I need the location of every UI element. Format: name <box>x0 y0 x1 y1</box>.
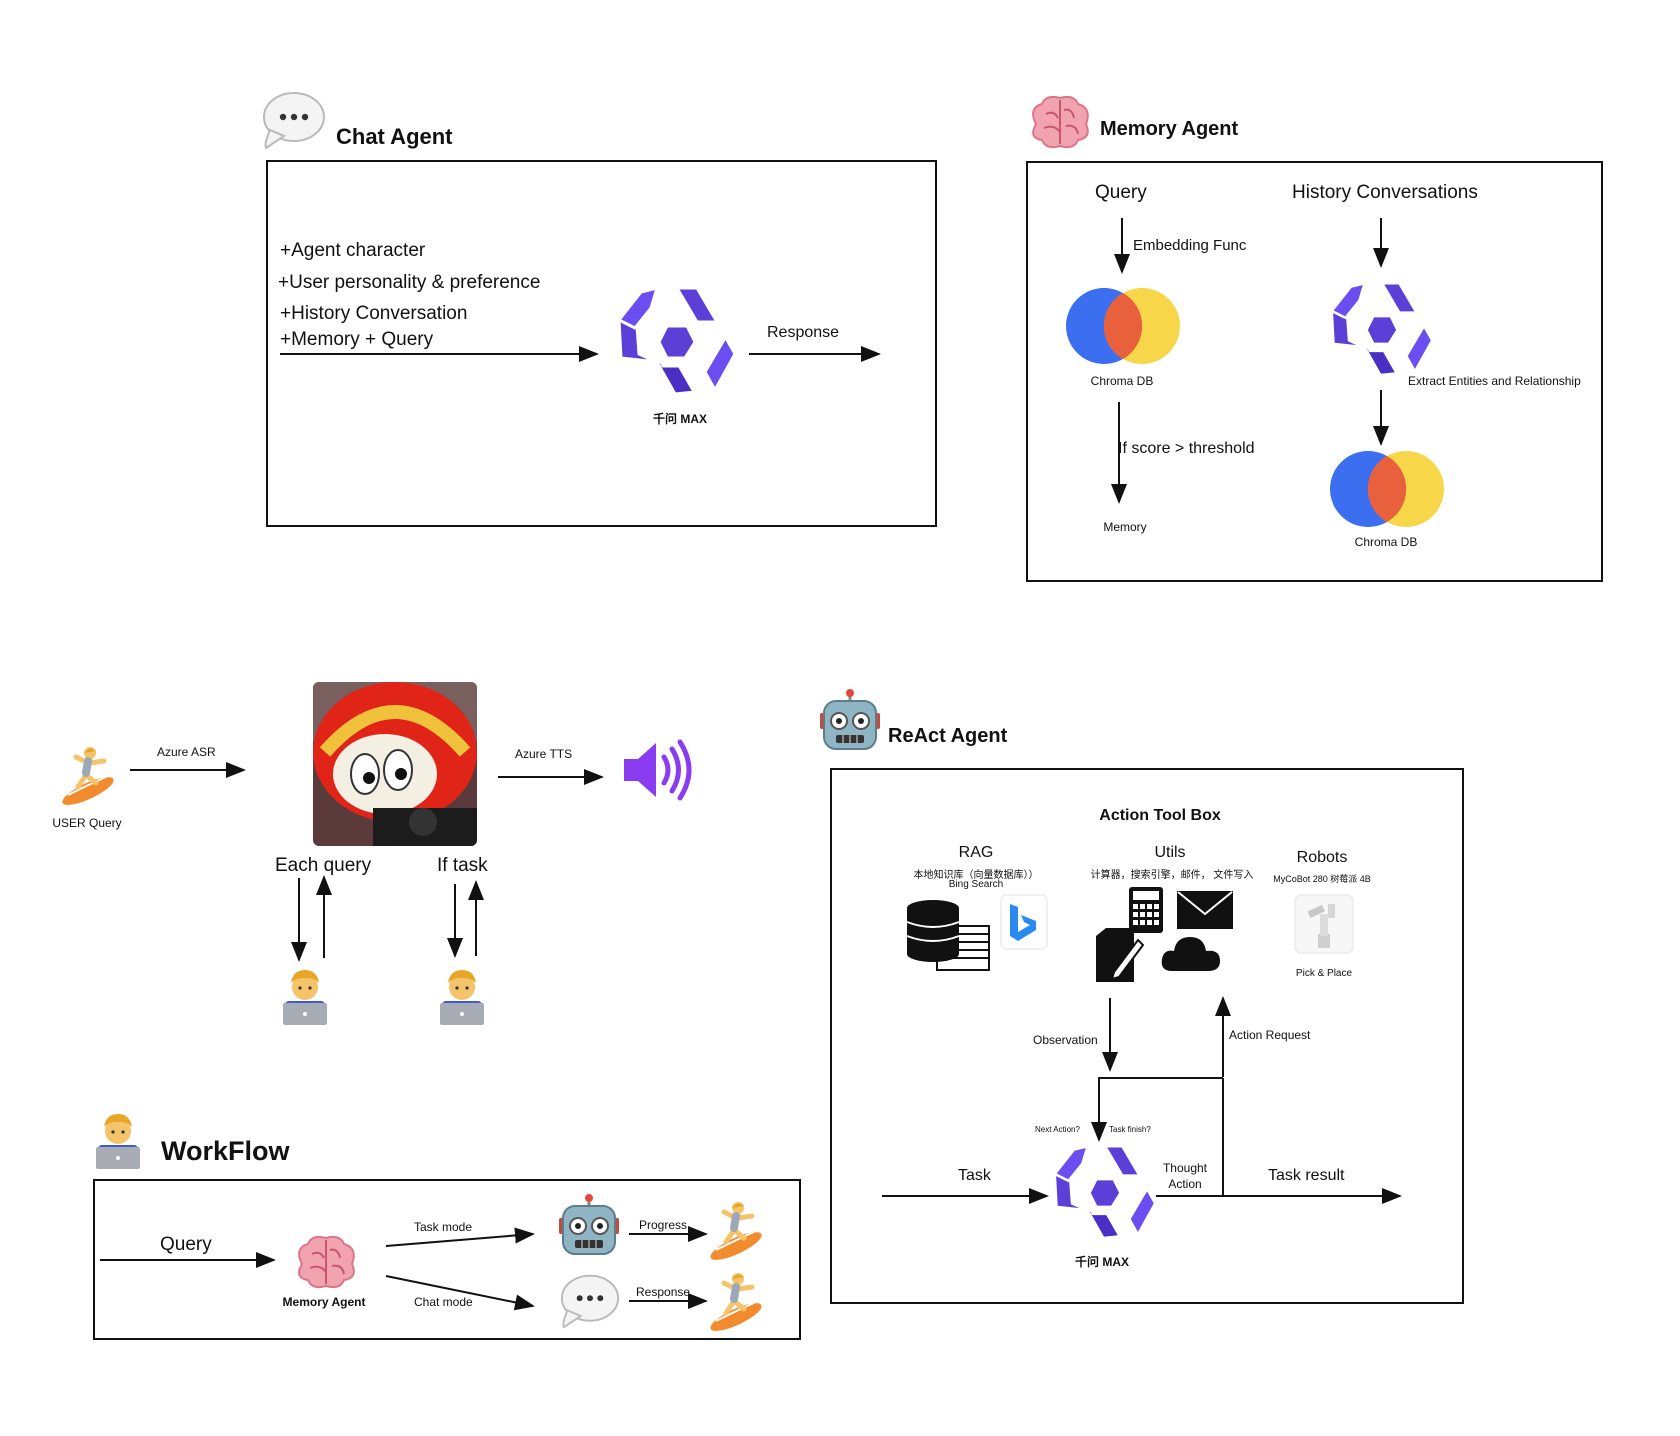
chat-model-label: 千问 MAX <box>652 412 707 426</box>
technologist-icon <box>92 1111 144 1174</box>
action-label: Action <box>1168 1177 1202 1191</box>
observation-label: Observation <box>1033 1033 1098 1047</box>
utils-subtitle: 计算器，搜索引擎，邮件， 文件写入 <box>1090 870 1254 881</box>
surfer-icon <box>708 1269 766 1338</box>
task-label: Task <box>958 1167 991 1184</box>
task-finish-label: Task finish? <box>1109 1125 1151 1134</box>
memory-agent-title: Memory Agent <box>1100 118 1239 140</box>
chat-line-2: +User personality & preference <box>278 272 541 293</box>
qwen-logo-icon <box>617 282 737 407</box>
chat-agent-title: Chat Agent <box>336 124 453 149</box>
qwen-logo-icon <box>1053 1141 1157 1250</box>
task-mode-label: Task mode <box>414 1220 473 1234</box>
workflow-query-label: Query <box>160 1234 212 1255</box>
surfer-icon <box>708 1198 766 1267</box>
chroma-db-label-2: Chroma DB <box>1354 535 1418 549</box>
chat-line-1: +Agent character <box>280 240 426 261</box>
memory-agent-box <box>1026 161 1603 582</box>
pick-place-label: Pick & Place <box>1295 968 1353 979</box>
chat-mode-label: Chat mode <box>414 1295 473 1309</box>
task-result-label: Task result <box>1268 1167 1345 1184</box>
next-action-label: Next Action? <box>1035 1125 1080 1134</box>
robots-subtitle: MyCoBot 280 树莓派 4B <box>1273 874 1371 884</box>
react-agent-title: ReAct Agent <box>888 725 1008 747</box>
progress-label: Progress <box>639 1218 688 1232</box>
chroma-db-icon <box>1328 449 1446 534</box>
each-query-label: Each query <box>275 855 372 876</box>
speech-bubble-icon <box>262 90 326 155</box>
robot-face-icon <box>818 689 882 758</box>
technologist-icon <box>279 967 331 1030</box>
azure-tts-label: Azure TTS <box>515 747 573 761</box>
brain-icon <box>294 1234 358 1295</box>
brain-icon <box>1028 94 1092 155</box>
document-pen-icon <box>1094 926 1145 989</box>
if-task-label: If task <box>437 855 488 876</box>
react-model-label: 千问 MAX <box>1074 1255 1129 1269</box>
workflow-box <box>93 1179 801 1340</box>
chroma-db-icon <box>1064 286 1182 371</box>
workflow-response-label: Response <box>636 1285 691 1299</box>
thought-label: Thought <box>1162 1161 1208 1175</box>
bing-icon <box>1000 894 1048 955</box>
cloud-icon <box>1160 933 1222 978</box>
rag-subtitle-1: 本地知识库（向量数据库）） <box>913 870 1039 881</box>
chroma-db-label-1: Chroma DB <box>1090 374 1154 388</box>
history-conversations-label: History Conversations <box>1292 182 1478 203</box>
utils-title: Utils <box>1154 844 1186 861</box>
calculator-icon <box>1128 886 1164 939</box>
robots-title: Robots <box>1296 849 1348 866</box>
chat-line-4: +Memory + Query <box>280 329 434 350</box>
chat-agent-box <box>266 160 937 527</box>
speaker-icon <box>622 739 692 806</box>
user-query-label: USER Query <box>52 816 122 830</box>
qwen-logo-icon <box>1330 278 1434 387</box>
chat-line-3: +History Conversation <box>280 303 468 324</box>
task-mode-arrow <box>385 1227 535 1247</box>
workflow-memory-agent-label: Memory Agent <box>282 1295 366 1309</box>
memory-query-label: Query <box>1095 182 1147 203</box>
workflow-title: WorkFlow <box>161 1136 290 1166</box>
action-request-label: Action Request <box>1229 1028 1311 1042</box>
agent-avatar-image <box>313 682 477 846</box>
database-icon <box>905 898 995 979</box>
robot-face-icon <box>557 1194 621 1263</box>
rag-subtitle-2: Bing Search <box>948 879 1004 890</box>
rag-title: RAG <box>958 844 994 861</box>
chat-mode-arrow <box>385 1275 535 1311</box>
extract-entities-label: Extract Entities and Relationship <box>1408 374 1581 388</box>
robot-arm-icon <box>1294 894 1354 959</box>
score-threshold-label: If score > threshold <box>1118 440 1255 457</box>
memory-output-label: Memory <box>1103 520 1147 534</box>
surfer-icon <box>60 743 118 812</box>
embedding-func-label: Embedding Func <box>1133 237 1247 254</box>
loop-line <box>1091 1077 1223 1142</box>
technologist-icon <box>436 967 488 1030</box>
chat-response-label: Response <box>767 324 840 341</box>
azure-asr-label: Azure ASR <box>157 745 216 759</box>
action-toolbox-title: Action Tool Box <box>1099 807 1221 824</box>
react-agent-box <box>830 768 1464 1304</box>
speech-bubble-icon <box>560 1272 620 1335</box>
envelope-icon <box>1176 890 1234 935</box>
